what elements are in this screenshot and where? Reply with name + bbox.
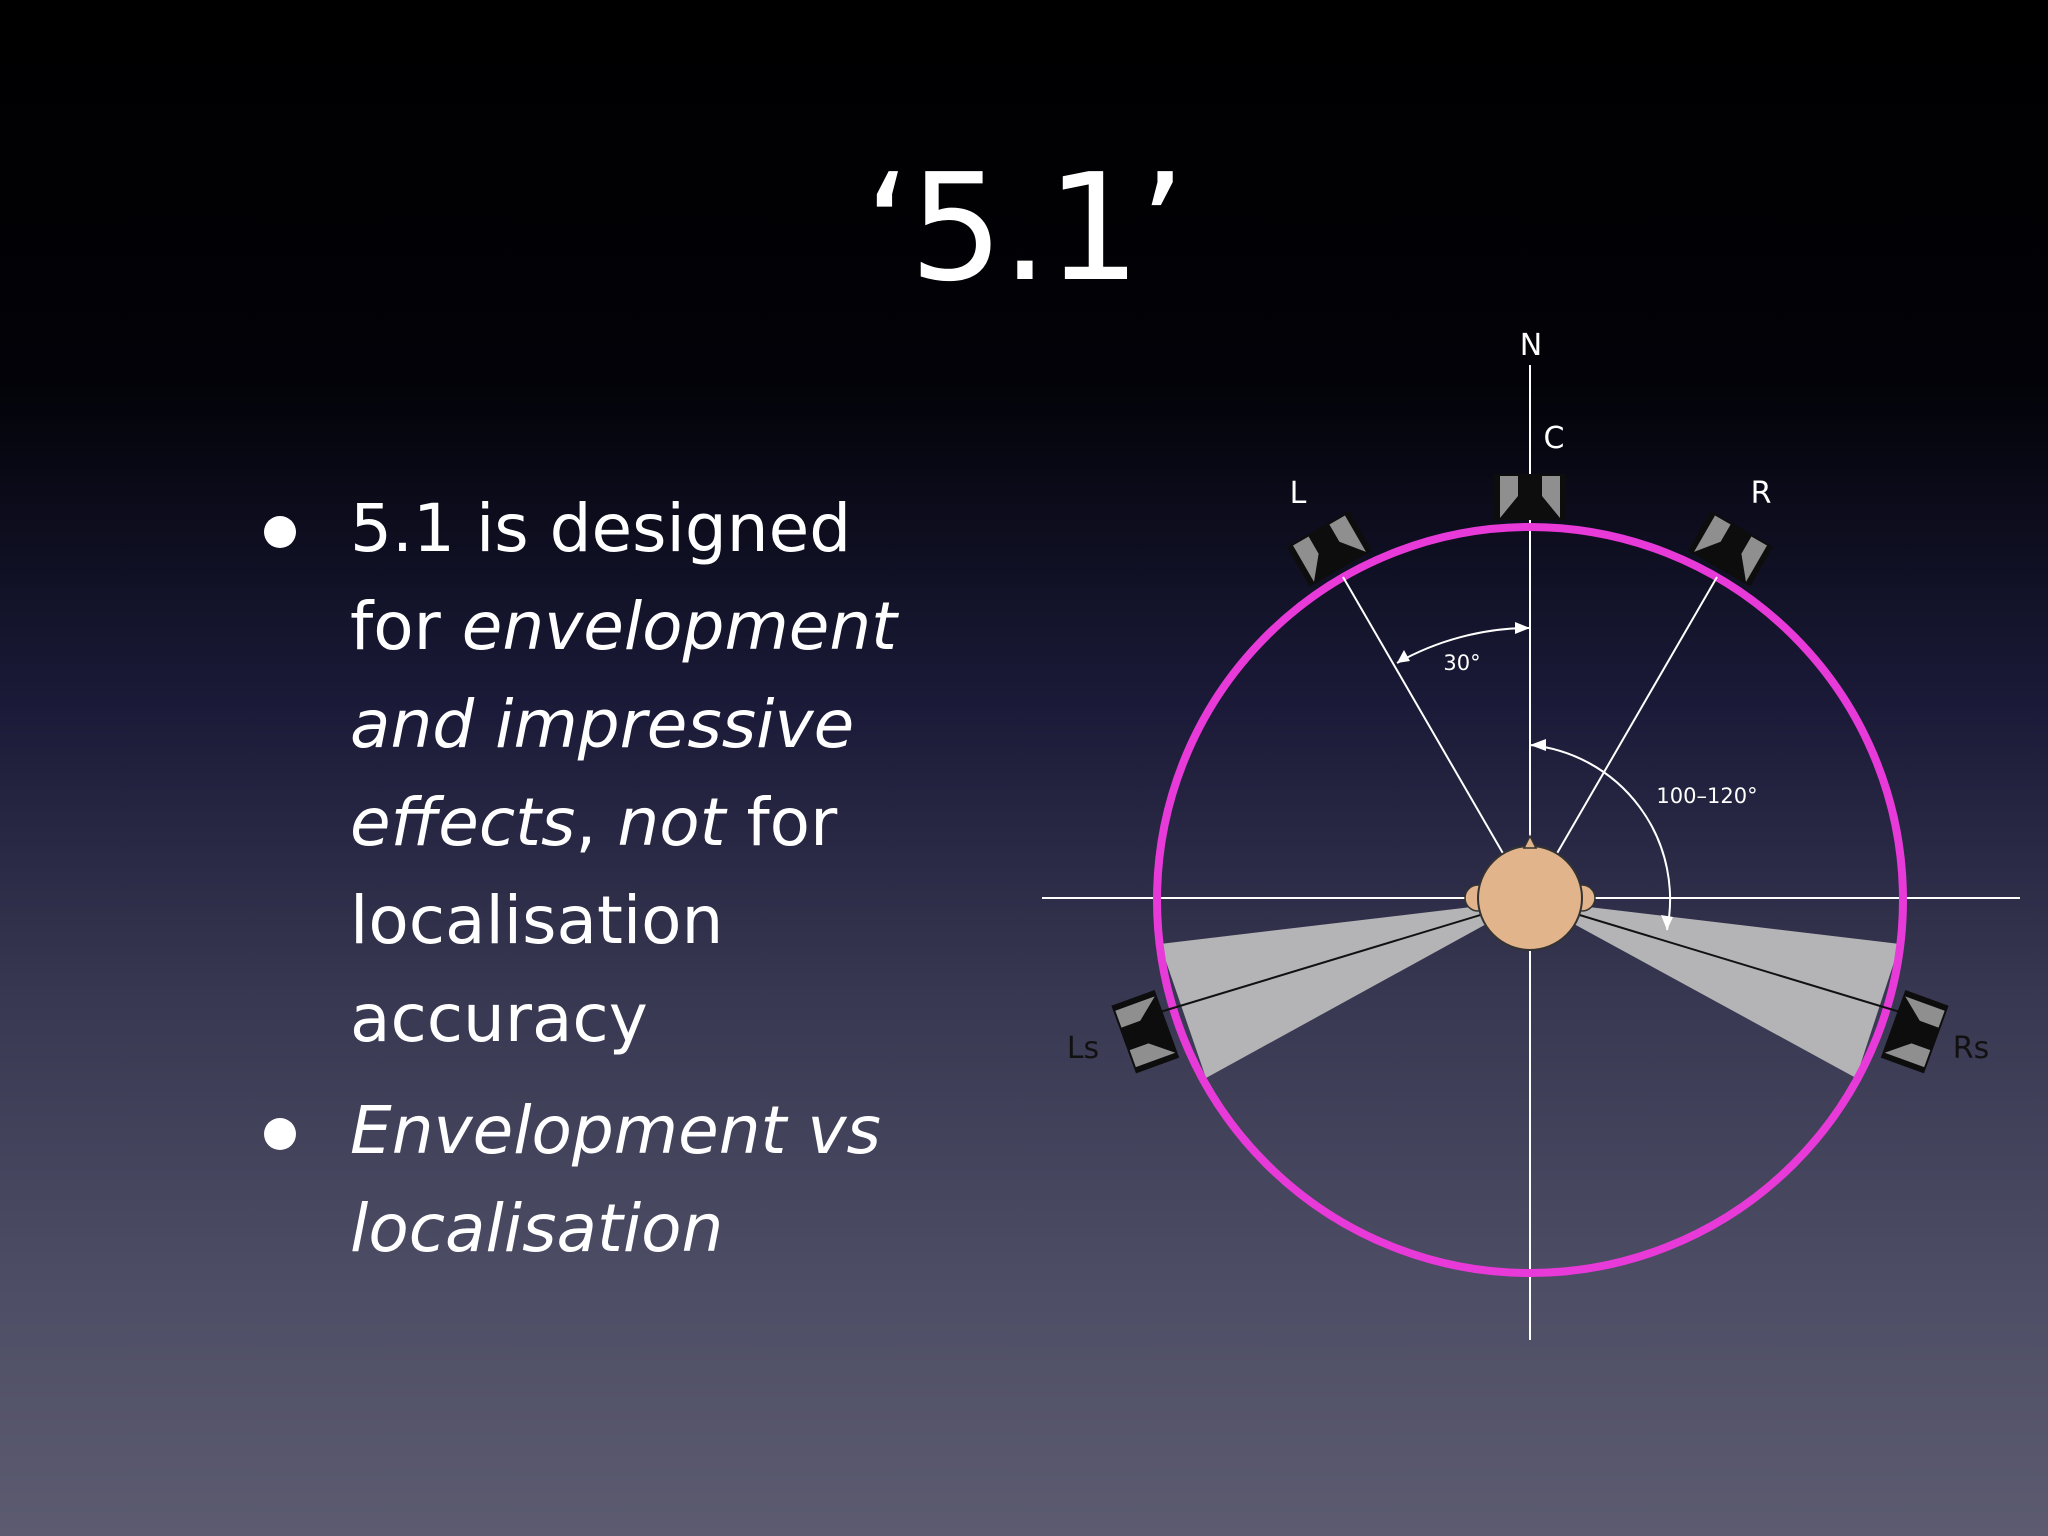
line-to-left-surround xyxy=(1159,899,1531,1013)
speaker-left-surround-icon xyxy=(1111,990,1180,1074)
arrowhead xyxy=(1661,915,1673,930)
speaker-center-icon xyxy=(1494,474,1566,520)
head-nose xyxy=(1522,834,1538,849)
bullet-item-envelopment: 5.1 is designed for envelopment and impr… xyxy=(260,480,900,1068)
label-right-surround: Rs xyxy=(1953,1031,1989,1066)
bullet-dot xyxy=(264,516,296,548)
label-angle-100-120: 100–120° xyxy=(1656,784,1757,808)
listener-head xyxy=(1477,845,1583,951)
bullet-text-part-italic: envelopment and impressive effects xyxy=(350,588,898,861)
bullet-text-part-italic: Envelopment vs localisation xyxy=(350,1092,881,1267)
arrowhead xyxy=(1397,650,1410,663)
speaker-left-icon xyxy=(1286,510,1373,587)
bullet-list: 5.1 is designed for envelopment and impr… xyxy=(260,480,900,1292)
bullet-text-part: 5.1 is designed for xyxy=(350,490,852,665)
bullet-text-part-italic: not xyxy=(617,784,726,861)
line-to-right xyxy=(1529,576,1718,901)
bullet-text-part: , xyxy=(575,784,618,861)
angle-arc-100-120 xyxy=(1529,744,1672,931)
slide-title: ‘5.1’ xyxy=(864,142,1185,314)
speaker-right-surround-icon xyxy=(1880,990,1949,1074)
label-left: L xyxy=(1290,476,1307,511)
bullet-text-part: for localisation accuracy xyxy=(350,784,838,1057)
label-north: N xyxy=(1520,328,1542,363)
bullet-dot xyxy=(264,1118,296,1150)
left-surround-sector xyxy=(1160,900,1530,1078)
label-left-surround: Ls xyxy=(1067,1031,1099,1066)
label-angle-30: 30° xyxy=(1443,651,1480,675)
listening-circle xyxy=(1153,523,1907,1277)
arrowhead xyxy=(1530,739,1546,751)
line-to-right-surround xyxy=(1529,899,1901,1013)
label-center: C xyxy=(1544,421,1565,456)
label-right: R xyxy=(1751,476,1772,511)
line-to-left xyxy=(1342,576,1531,901)
right-surround-sector xyxy=(1530,900,1900,1078)
arrowhead xyxy=(1515,622,1530,634)
bullet-item-envelopment-vs-localisation: Envelopment vs localisation xyxy=(260,1082,900,1278)
speaker-right-icon xyxy=(1687,510,1774,587)
